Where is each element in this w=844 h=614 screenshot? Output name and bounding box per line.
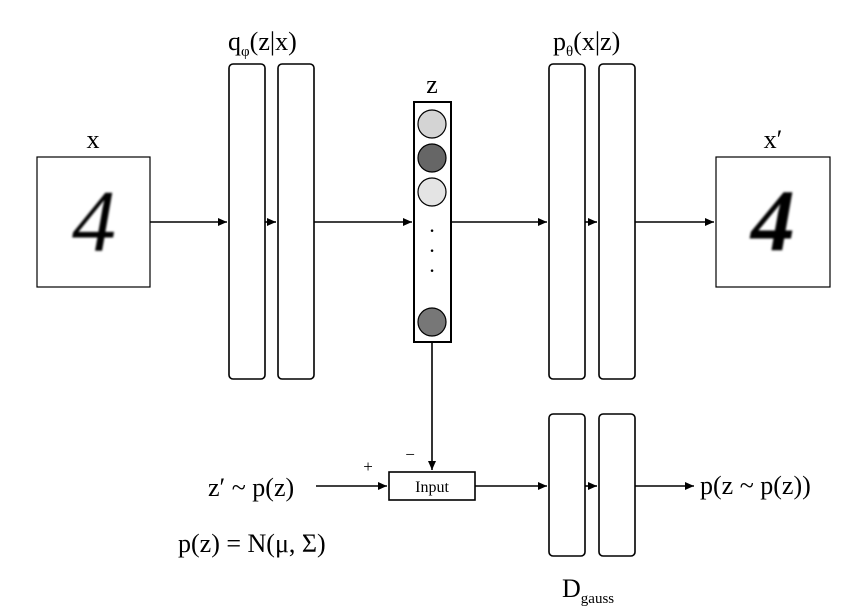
output-image-frame bbox=[715, 156, 831, 288]
prior-sample-label: z′ ~ p(z) bbox=[208, 473, 294, 502]
latent-unit bbox=[417, 143, 447, 173]
latent-unit bbox=[417, 177, 447, 207]
output-image: 4 bbox=[715, 156, 831, 288]
encoder-layer-1 bbox=[228, 63, 266, 380]
encoder-layer-2 bbox=[277, 63, 315, 380]
latent-unit bbox=[417, 109, 447, 139]
discriminator-layer-2 bbox=[598, 413, 636, 557]
output-digit: 4 bbox=[749, 174, 795, 271]
minus-sign: − bbox=[405, 445, 415, 464]
discriminator-label: Dgauss bbox=[562, 574, 614, 607]
latent-ellipsis: · bbox=[428, 238, 435, 263]
decoder-layer-1 bbox=[548, 63, 586, 380]
input-label-x: x bbox=[87, 125, 100, 154]
input-image-frame bbox=[36, 156, 151, 288]
input-image: 4 bbox=[36, 156, 151, 288]
plus-sign: + bbox=[363, 457, 373, 476]
latent-label-z: z bbox=[426, 70, 438, 99]
discriminator-output-label: p(z ~ p(z)) bbox=[700, 471, 811, 500]
latent-ellipsis: · bbox=[428, 258, 435, 283]
discriminator-input-box bbox=[388, 471, 476, 501]
input-box-label: Input bbox=[415, 479, 449, 496]
prior-distribution-label: p(z) = N(μ, Σ) bbox=[178, 529, 326, 558]
latent-vector bbox=[413, 101, 452, 343]
decoder-layer-2 bbox=[598, 63, 636, 380]
input-digit: 4 bbox=[72, 174, 116, 271]
output-label-x-prime: x′ bbox=[764, 125, 783, 154]
latent-unit bbox=[417, 307, 447, 337]
encoder-label: qφ(z|x) bbox=[228, 27, 297, 60]
discriminator-layer-1 bbox=[548, 413, 586, 557]
decoder-label: pθ(x|z) bbox=[553, 27, 620, 60]
latent-ellipsis: · bbox=[428, 218, 435, 243]
